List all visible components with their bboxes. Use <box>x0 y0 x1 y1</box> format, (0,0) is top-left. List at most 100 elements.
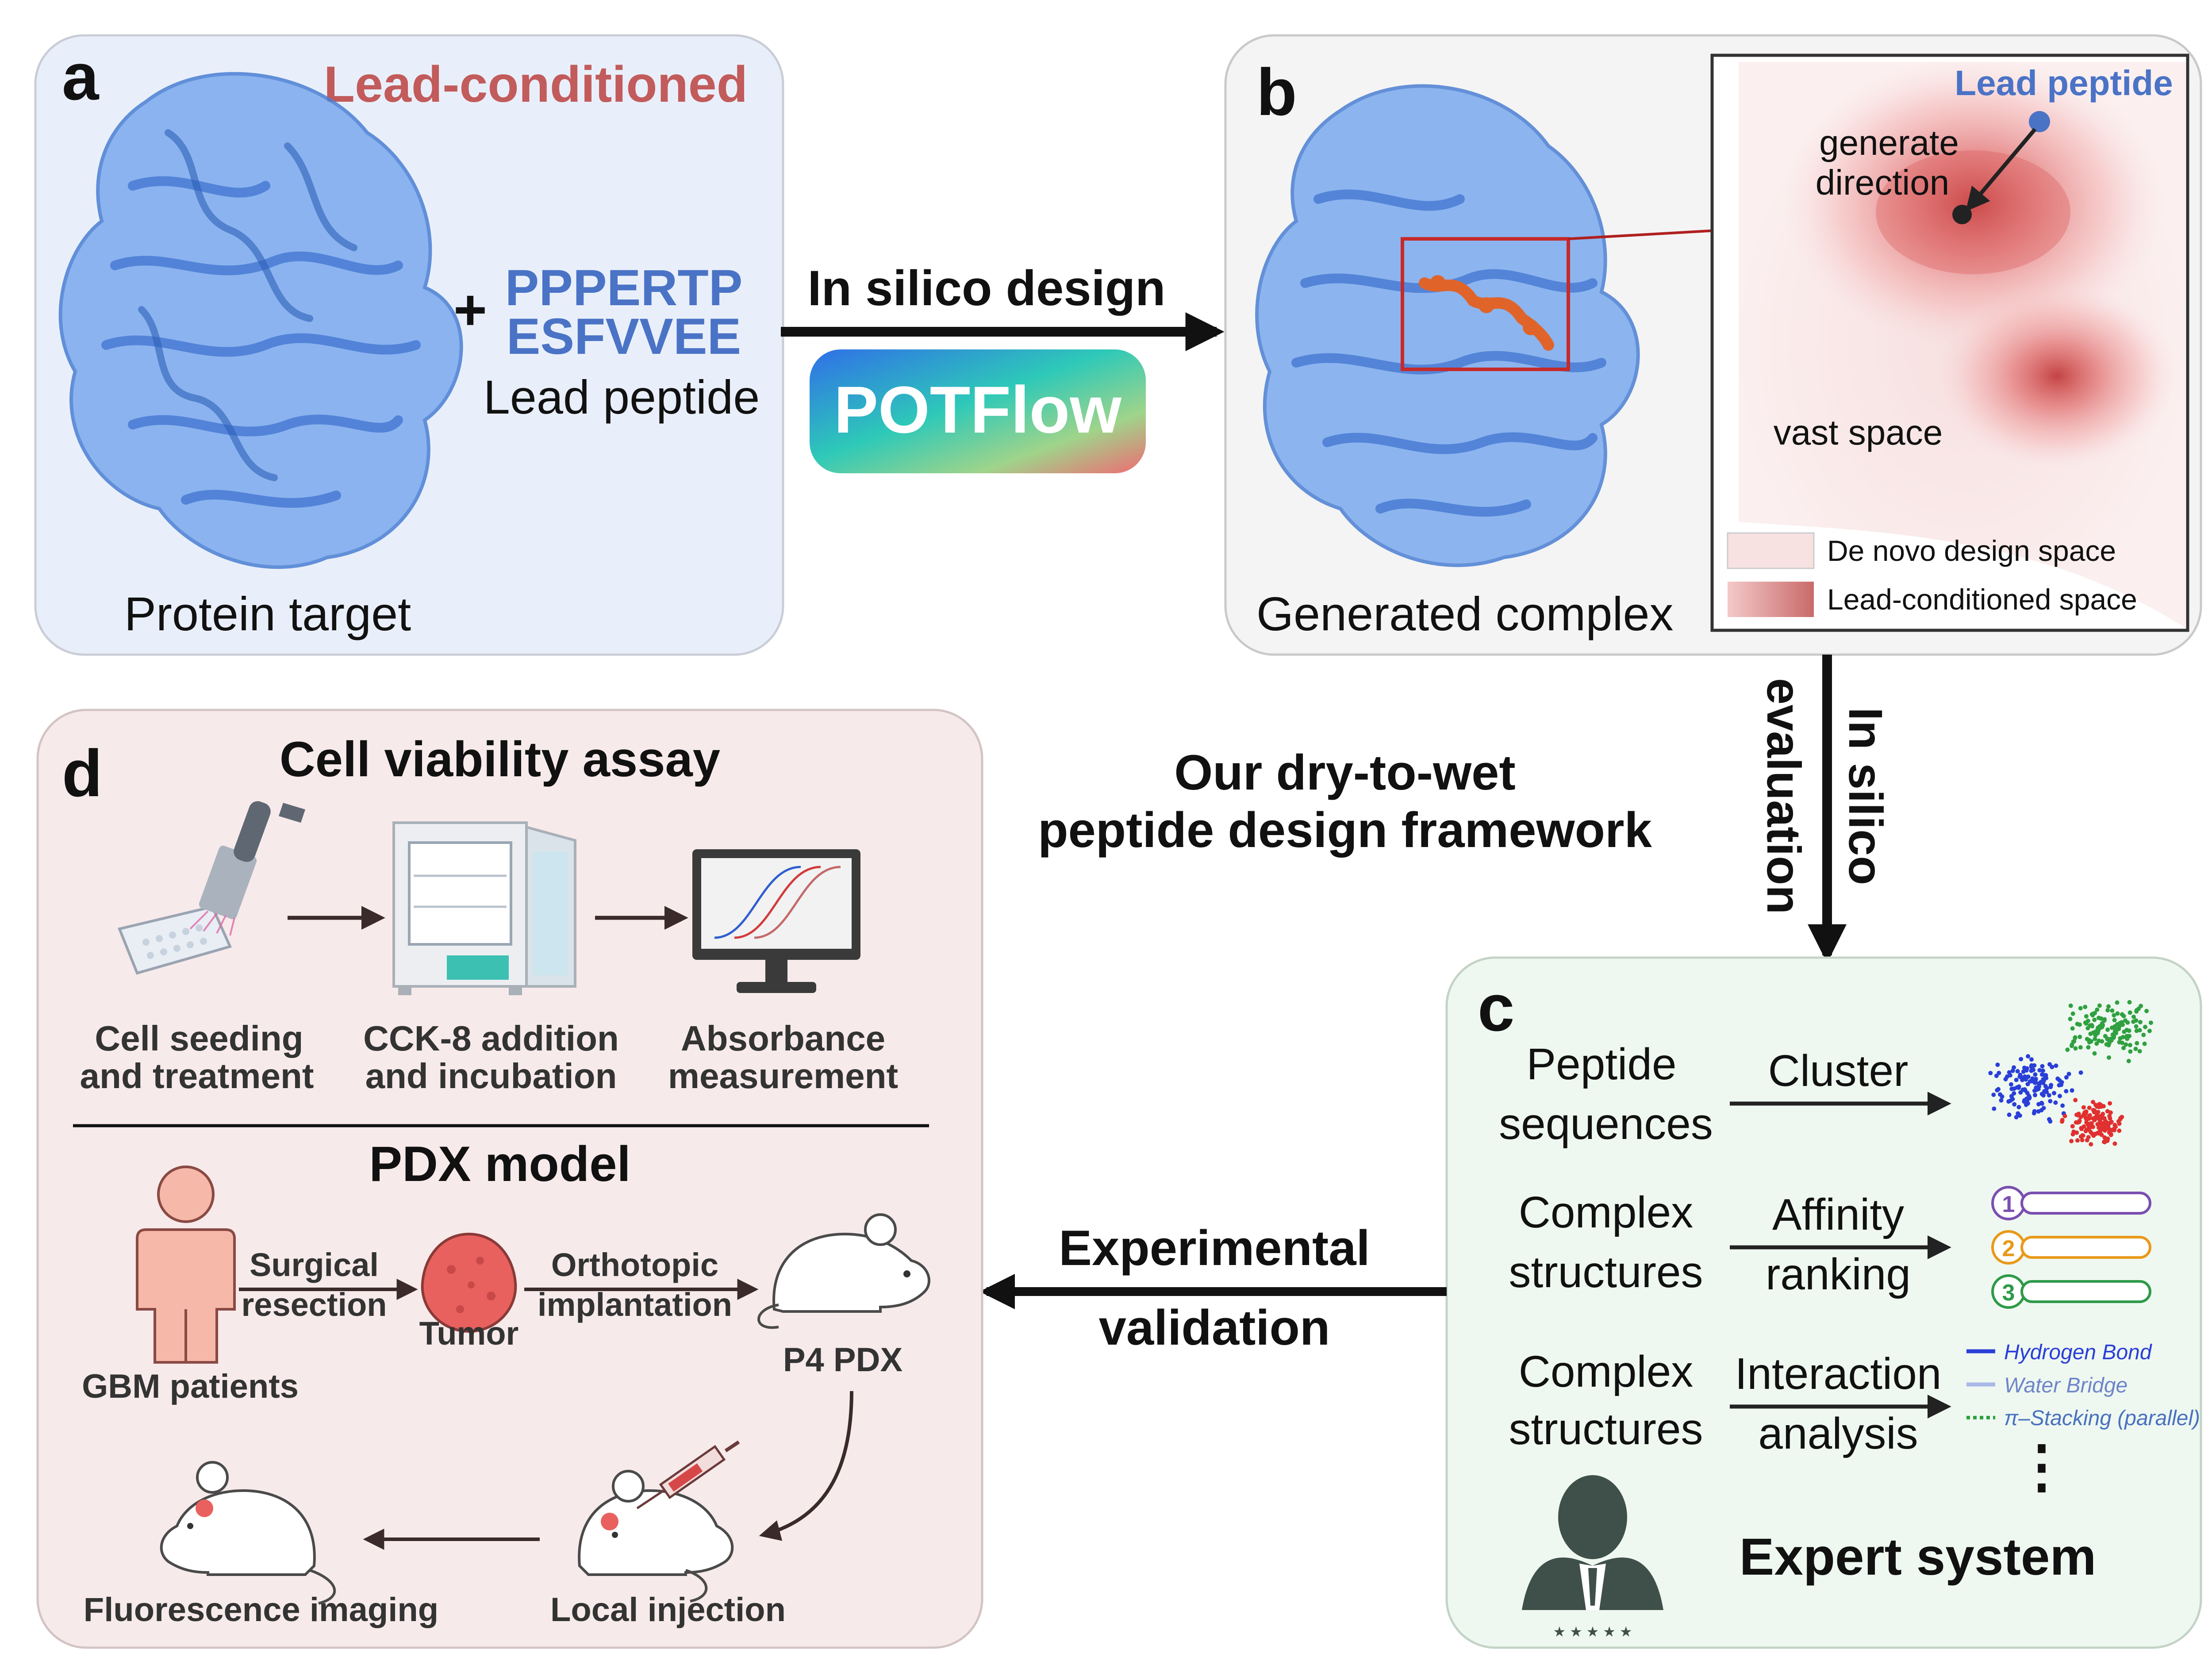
cluster-point <box>2108 1101 2112 1106</box>
row3-input-line1: Complex <box>1519 1347 1694 1396</box>
evaluation-line1: In silico <box>1839 707 1893 885</box>
cluster-point <box>2128 1010 2132 1015</box>
cluster-point <box>2120 1022 2125 1027</box>
cluster-point <box>2097 1125 2101 1130</box>
cluster-point <box>2060 1103 2065 1108</box>
cluster-point <box>2029 1057 2034 1062</box>
rank-1-item: 1 <box>1991 1186 2151 1220</box>
p4-pdx-label: P4 PDX <box>783 1341 903 1379</box>
cluster-point <box>2092 1051 2097 1056</box>
tumor-icon <box>421 1232 517 1333</box>
cluster-point <box>2128 1043 2132 1047</box>
panel-c: c Peptide sequences Cluster Complex stru… <box>1445 956 2202 1649</box>
cluster-point <box>2131 1019 2136 1024</box>
cluster-point <box>2043 1073 2048 1077</box>
cluster-point <box>2017 1074 2022 1079</box>
assay-step2-line1: CCK-8 addition <box>363 1019 619 1058</box>
cluster-point <box>2104 1042 2109 1047</box>
legend-de-novo-label: De novo design space <box>1827 534 2116 567</box>
row1-method-line1: Cluster <box>1768 1046 1909 1096</box>
cluster-point <box>2112 1013 2116 1018</box>
cluster-point <box>2128 1049 2133 1054</box>
cluster-point <box>2026 1096 2031 1101</box>
cluster-point <box>2068 1003 2073 1008</box>
cluster-point <box>2012 1065 2016 1070</box>
cluster-point <box>2036 1087 2041 1091</box>
cluster-point <box>2040 1064 2045 1069</box>
panel-a-letter: a <box>62 39 100 114</box>
cluster-point <box>2064 1075 2069 1080</box>
cluster-point <box>2142 1041 2147 1046</box>
cluster-point <box>2105 1139 2110 1143</box>
syringe-icon <box>636 1440 740 1510</box>
cluster-point <box>2143 1024 2147 1029</box>
cluster-point <box>2092 1017 2097 1022</box>
interaction-water-bridge: Water Bridge <box>2004 1374 2128 1397</box>
cluster-point <box>2089 1012 2094 1017</box>
cluster-point <box>2120 1012 2124 1017</box>
cluster-point <box>2021 1069 2026 1074</box>
cluster-point <box>2085 1037 2089 1042</box>
cluster-point <box>2070 1132 2075 1137</box>
cluster-point <box>2070 1088 2074 1093</box>
cluster-point <box>2031 1067 2035 1072</box>
cluster-point <box>1995 1088 2000 1093</box>
row2-input-line2: structures <box>1509 1247 1703 1297</box>
assay-step1-line1: Cell seeding <box>95 1019 303 1058</box>
cluster-point <box>2141 1032 2146 1037</box>
cluster-point <box>2015 1069 2020 1074</box>
cluster-point <box>2047 1117 2051 1122</box>
cluster-point <box>1988 1071 1993 1075</box>
cluster-scatter <box>1988 1000 2153 1146</box>
imaging-mouse-icon <box>160 1461 336 1605</box>
cluster-point <box>2041 1106 2046 1111</box>
cluster-point <box>2025 1101 2030 1106</box>
cluster-point <box>2008 1082 2013 1087</box>
cluster-point <box>2139 1004 2143 1008</box>
ortho-line2: implantation <box>538 1286 732 1323</box>
cluster-point <box>2016 1085 2021 1090</box>
cluster-point <box>2135 1041 2139 1046</box>
cluster-point <box>2121 1046 2126 1051</box>
svg-text:★ ★ ★ ★ ★: ★ ★ ★ ★ ★ <box>1553 1624 1632 1640</box>
design-arrow-label: In silico design <box>807 261 1165 316</box>
cluster-point <box>2106 1004 2111 1009</box>
cluster-point <box>2016 1105 2021 1109</box>
surgical-line2: resection <box>241 1286 387 1323</box>
cluster-point <box>2089 1142 2093 1146</box>
protein-target-label: Protein target <box>124 587 411 640</box>
cluster-point <box>2029 1079 2034 1084</box>
cluster-point <box>2055 1076 2060 1081</box>
cluster-point <box>2134 1028 2139 1033</box>
framework-title-line2: peptide design framework <box>1038 802 1652 858</box>
cluster-point <box>2117 1128 2122 1133</box>
cluster-point <box>2058 1093 2062 1098</box>
cluster-point <box>2064 1089 2069 1093</box>
cluster-point <box>1991 1093 1996 1097</box>
cluster-point <box>2054 1063 2058 1068</box>
cluster-point <box>2123 1018 2128 1023</box>
cluster-point <box>2014 1077 2019 1082</box>
assay-step3-line1: Absorbance <box>681 1019 885 1058</box>
cluster-point <box>2108 1116 2112 1121</box>
cluster-point <box>2114 1031 2119 1035</box>
cluster-point <box>2039 1072 2044 1077</box>
cluster-point <box>2078 1022 2082 1027</box>
cluster-point <box>2084 1014 2089 1019</box>
lead-sequence-line2: ESFVVEE <box>507 308 741 365</box>
cluster-point <box>2062 1114 2067 1119</box>
cluster-point <box>2112 1018 2117 1023</box>
cluster-point <box>2087 1113 2092 1118</box>
rank-3-item: 3 <box>1991 1274 2151 1309</box>
row2-method-line2: ranking <box>1766 1250 1911 1299</box>
affinity-ranking-list: 1 2 3 <box>1991 1186 2151 1309</box>
rank-2-label: 2 <box>2002 1236 2015 1261</box>
cluster-point <box>2148 1020 2153 1025</box>
cluster-point <box>2088 1122 2093 1127</box>
cluster-point <box>2036 1109 2041 1114</box>
ortho-line1: Orthotopic <box>551 1246 718 1283</box>
legend-de-novo-swatch <box>1727 532 1815 569</box>
cluster-point <box>2113 1124 2118 1129</box>
cluster-point <box>2138 1020 2143 1024</box>
cluster-point <box>1997 1070 2001 1075</box>
